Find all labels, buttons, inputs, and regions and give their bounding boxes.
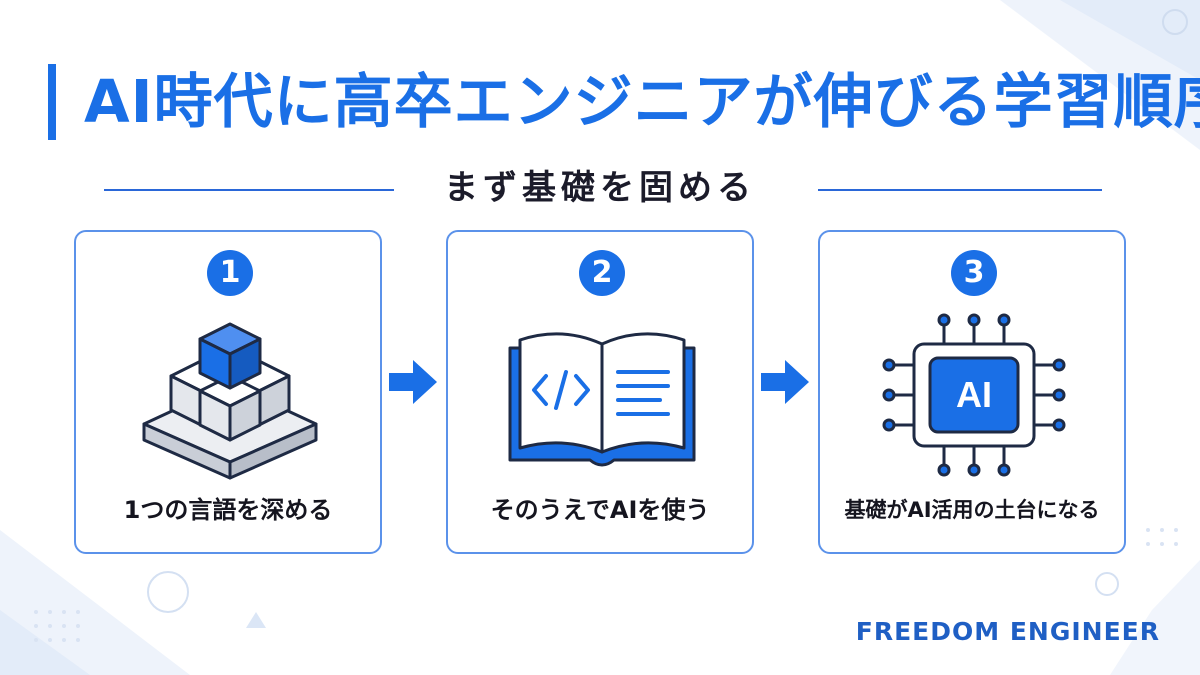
ai-chip-icon: AI: [882, 313, 1066, 477]
step-card-2: 2 そのうえでAIを使う: [446, 230, 754, 554]
stacked-cubes-icon: [142, 322, 318, 480]
step-label: そのうえでAIを使う: [490, 496, 710, 524]
subtitle: まず基礎を固める: [444, 168, 756, 208]
title-accent-bar: [48, 64, 56, 140]
code-book-icon: [508, 332, 696, 467]
page-title: AI時代に高卒エンジニアが伸びる学習順序: [84, 67, 1200, 136]
chip-label: AI: [956, 374, 992, 415]
step-card-1: 1: [74, 230, 382, 554]
step-number-badge: 1: [207, 250, 253, 296]
step-number-badge: 3: [951, 250, 997, 296]
subtitle-divider-right: [818, 189, 1102, 191]
step-label: 基礎がAI活用の土台になる: [844, 498, 1100, 522]
arrow-right-icon: [761, 360, 809, 404]
step-card-3: 3 AI 基礎がAI活用の土台になる: [818, 230, 1126, 554]
step-label: 1つの言語を深める: [123, 496, 333, 524]
brand-logo-text: FREEDOM ENGINEER: [855, 617, 1160, 646]
step-number-badge: 2: [579, 250, 625, 296]
subtitle-divider-left: [104, 189, 394, 191]
arrow-right-icon: [389, 360, 437, 404]
